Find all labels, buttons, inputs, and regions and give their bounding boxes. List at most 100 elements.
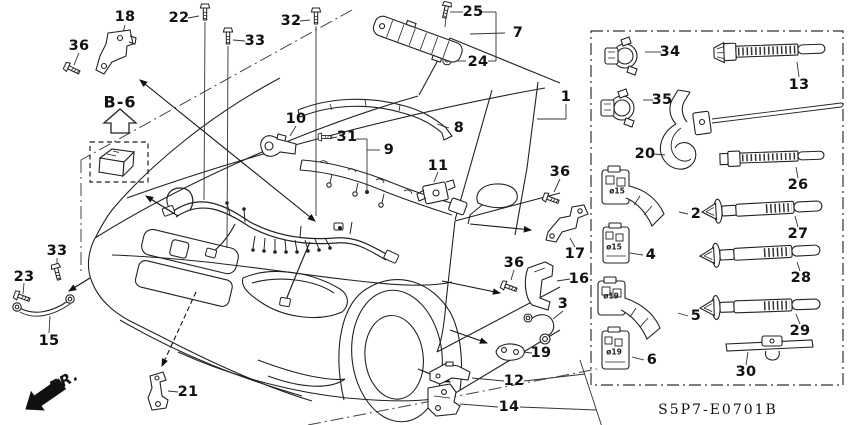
grille-lower-slot — [134, 260, 233, 307]
size-label-dia19: ø19 — [603, 291, 619, 301]
arrow-to-ground-cable — [68, 277, 91, 292]
wheel-arch — [338, 279, 463, 401]
part-18-bracket — [95, 29, 137, 75]
callout-3: 3 — [557, 295, 569, 312]
part-28-anchor-tie — [698, 242, 821, 268]
honda-logo — [169, 239, 190, 259]
body-right-edge — [514, 81, 539, 236]
callout-31: 31 — [336, 128, 358, 145]
bolt-22-icon — [199, 3, 211, 21]
door-front-edge — [436, 220, 456, 353]
callout-33: 33 — [244, 32, 266, 49]
callout-27: 27 — [787, 225, 809, 242]
side-mirror — [476, 183, 518, 209]
callout-12: 12 — [503, 372, 525, 389]
part-34-clamp — [604, 36, 638, 76]
callout-36: 36 — [68, 37, 90, 54]
parts-panel — [590, 30, 844, 386]
part-12-bracket — [429, 361, 471, 385]
wheel-rim — [364, 314, 424, 400]
part-3-sub-cord — [523, 313, 555, 345]
callout-7: 7 — [512, 24, 524, 41]
callout-19: 19 — [530, 344, 552, 361]
tire — [351, 289, 443, 423]
callout-30: 30 — [735, 363, 757, 380]
bolt-31-icon — [317, 132, 333, 142]
arrow-to-relay-box — [145, 195, 179, 217]
bolt-32-icon — [310, 7, 322, 25]
a-pillar-lower — [454, 89, 493, 221]
callout-8: 8 — [453, 119, 465, 136]
section-ref-label: B-6 — [103, 92, 137, 112]
callout-23: 23 — [13, 268, 35, 285]
callout-29: 29 — [789, 322, 811, 339]
roof-line — [449, 37, 561, 84]
part-5-tube-clip — [597, 276, 661, 340]
headlight — [241, 270, 348, 319]
bolt-33-top-icon — [222, 27, 234, 45]
mirror-stalk — [467, 204, 483, 225]
part-15-ground-cable — [12, 294, 75, 317]
leader-lines — [22, 11, 801, 425]
loose-parts — [12, 15, 589, 417]
callout-4: 4 — [645, 246, 657, 263]
part-7-cover — [372, 15, 463, 63]
callout-22: 22 — [168, 9, 190, 26]
b6-up-arrow-icon — [102, 108, 138, 134]
arrow-to-bracket-17 — [469, 223, 533, 233]
part-6-clip — [601, 326, 630, 370]
fender-line — [111, 254, 453, 286]
bumper-lower-edge — [177, 351, 433, 402]
bumper-lip-line — [119, 319, 303, 397]
harness-stubs-down — [252, 235, 331, 252]
callout-35: 35 — [651, 91, 673, 108]
callout-28: 28 — [790, 269, 812, 286]
harness-attachment-dots — [225, 190, 369, 254]
callout-20: 20 — [634, 145, 656, 162]
air-dam — [257, 359, 346, 387]
relay-box-dashed — [89, 141, 149, 183]
part-20-hook-clamp — [659, 89, 844, 170]
part-35-clamp — [600, 88, 635, 128]
part-2-tube-clip — [601, 165, 665, 227]
callout-32: 32 — [280, 12, 302, 29]
part-26-wire-tie — [719, 150, 825, 167]
fr-direction-arrow — [25, 378, 67, 411]
size-label-dia19: ø19 — [606, 347, 622, 357]
callout-34: 34 — [659, 43, 681, 60]
bolt-36-topleft-icon — [62, 60, 82, 78]
size-label-dia15: ø15 — [609, 186, 625, 196]
part-21-bracket — [147, 371, 169, 411]
part-16-bracket — [524, 261, 554, 311]
hood-rear-edge — [94, 95, 419, 239]
front-wheel — [351, 289, 443, 423]
part-10-bracket — [260, 133, 297, 157]
frame-line-top — [80, 9, 353, 161]
callout-25: 25 — [462, 3, 484, 20]
part-13-wire-tie — [713, 41, 826, 64]
bolt-25-icon — [439, 0, 453, 20]
part-29-anchor-tie — [698, 294, 821, 321]
callout-36: 36 — [549, 163, 571, 180]
bolt-23-icon — [12, 289, 32, 305]
part-19-bracket — [495, 343, 525, 361]
callout-36: 36 — [503, 254, 525, 271]
arrow-to-bracket-21 — [161, 291, 197, 367]
callout-2: 2 — [690, 205, 702, 222]
bolt-33-left-icon — [49, 262, 65, 282]
callout-5: 5 — [690, 307, 702, 324]
part-8-rail — [297, 98, 453, 141]
bumper-outline — [87, 237, 313, 402]
parts-panel-border — [590, 30, 844, 386]
callout-6: 6 — [646, 351, 658, 368]
part-17-bracket — [545, 204, 589, 243]
part-27-anchor-tie — [700, 198, 823, 224]
callout-10: 10 — [285, 110, 307, 127]
section-ref-arrow — [102, 108, 138, 134]
size-label-dia15: ø15 — [606, 242, 622, 252]
headlight-inner-line — [251, 278, 335, 294]
callout-14: 14 — [498, 398, 520, 415]
engine-harness — [161, 187, 400, 308]
